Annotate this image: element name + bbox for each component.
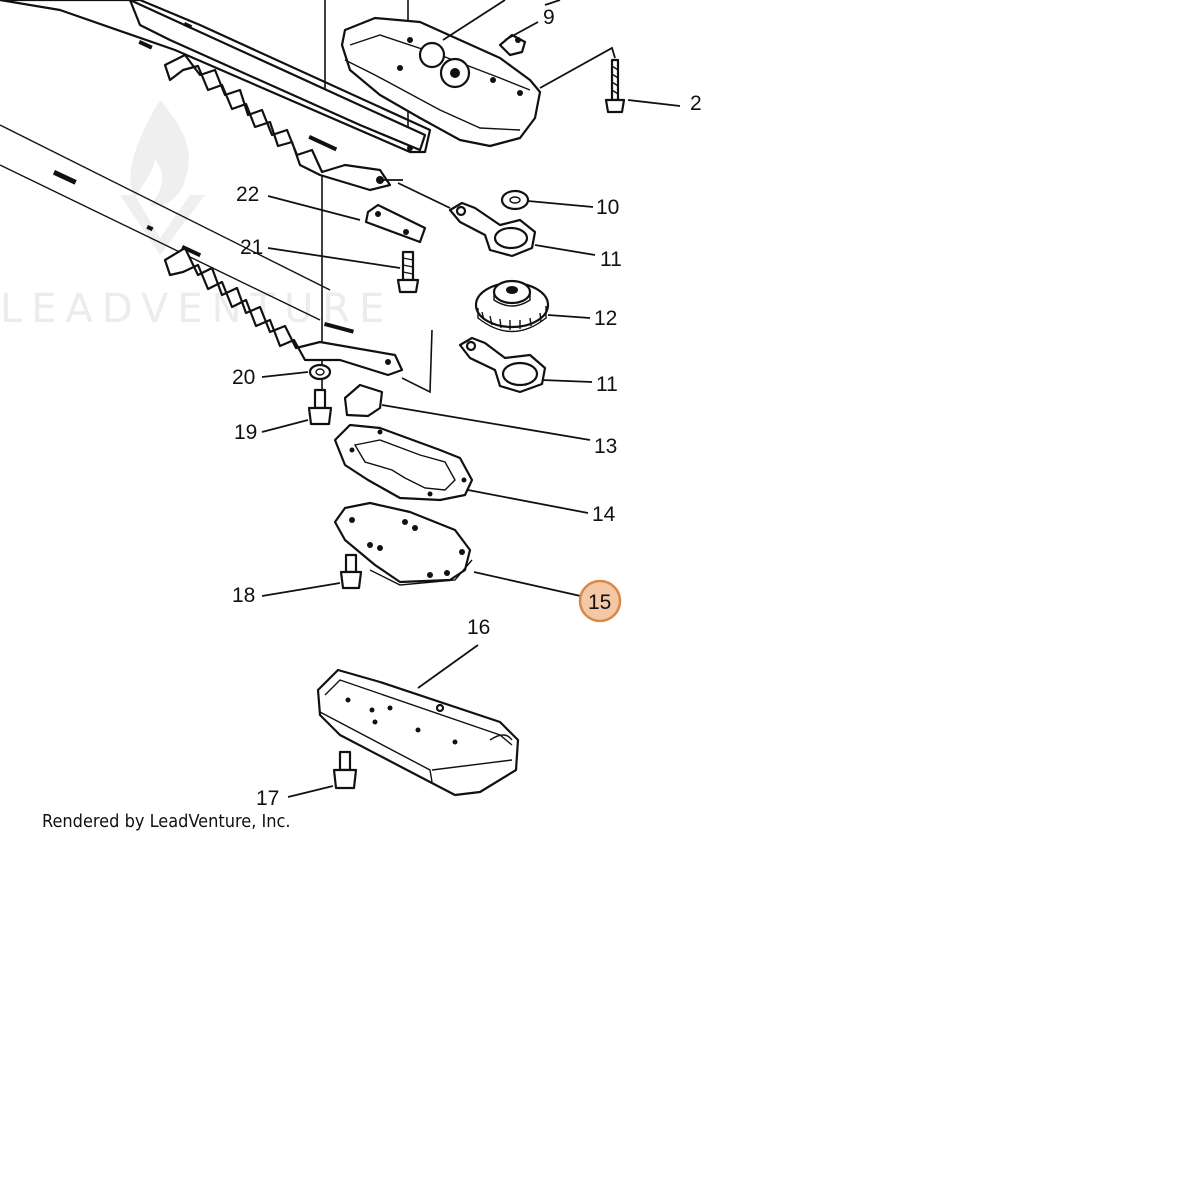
callout-17[interactable]: 17 bbox=[256, 787, 279, 810]
callout-10[interactable]: 10 bbox=[596, 196, 619, 219]
callout-labels: 9 2 10 11 12 11 13 14 15 16 17 18 19 20 … bbox=[232, 6, 702, 810]
callout-11-bottom[interactable]: 11 bbox=[596, 373, 618, 396]
gasket-14 bbox=[333, 423, 474, 502]
callout-14[interactable]: 14 bbox=[592, 503, 616, 526]
gearbox-housing bbox=[340, 16, 542, 148]
callout-21[interactable]: 21 bbox=[240, 236, 263, 259]
plate-15 bbox=[333, 501, 473, 586]
block-13 bbox=[343, 383, 384, 418]
callout-13[interactable]: 13 bbox=[594, 435, 617, 458]
bolt-18 bbox=[339, 553, 363, 590]
callout-11-top[interactable]: 11 bbox=[600, 248, 622, 271]
gear-12 bbox=[474, 279, 550, 333]
bolt-21 bbox=[396, 250, 420, 294]
upper-blade bbox=[0, 0, 432, 192]
cover-16 bbox=[316, 668, 520, 797]
callout-18[interactable]: 18 bbox=[232, 584, 255, 607]
grease-fitting bbox=[498, 33, 527, 57]
v-logo-icon bbox=[120, 195, 205, 255]
watermark-text: LEADVENTURE bbox=[0, 286, 393, 332]
callout-16[interactable]: 16 bbox=[467, 616, 490, 639]
flame-logo-icon bbox=[130, 100, 189, 207]
guide-line bbox=[401, 329, 433, 394]
credit-text: Rendered by LeadVenture, Inc. bbox=[42, 811, 291, 832]
leader-lines bbox=[261, 0, 681, 798]
watermark: LEADVENTURE bbox=[0, 100, 393, 332]
screw-2 bbox=[604, 58, 626, 114]
callout-19[interactable]: 19 bbox=[234, 421, 257, 444]
washer-20 bbox=[308, 363, 332, 381]
connecting-rod-11-top bbox=[448, 201, 537, 258]
callout-22[interactable]: 22 bbox=[236, 183, 259, 206]
callout-15[interactable]: 15 bbox=[588, 591, 611, 614]
callout-2[interactable]: 2 bbox=[690, 92, 702, 115]
bolt-19 bbox=[307, 388, 333, 426]
lower-blade bbox=[0, 124, 404, 377]
connecting-rod-11-bottom bbox=[458, 336, 547, 394]
callout-12[interactable]: 12 bbox=[594, 307, 617, 330]
callout-9[interactable]: 9 bbox=[543, 6, 555, 29]
highlight-marker bbox=[578, 579, 622, 623]
bolt-17 bbox=[332, 750, 358, 790]
plate-22 bbox=[364, 203, 427, 244]
washer-10 bbox=[500, 189, 530, 211]
callout-20[interactable]: 20 bbox=[232, 366, 255, 389]
